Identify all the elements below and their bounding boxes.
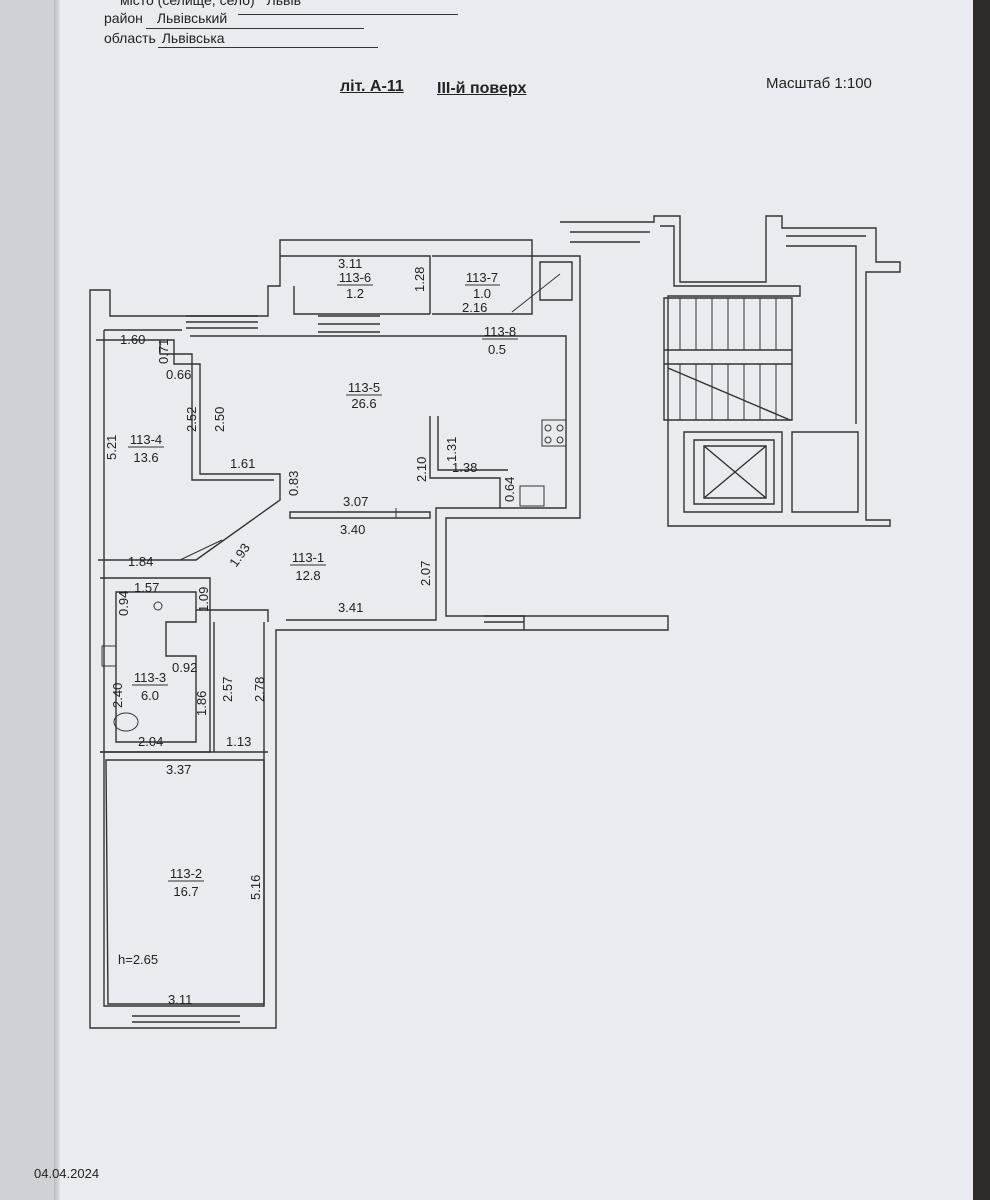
stair-diagonal	[667, 367, 791, 421]
dim-2-07: 2.07	[418, 561, 433, 586]
room-113-2-wall	[100, 751, 268, 1005]
toilet-icon	[113, 712, 139, 732]
room-113-4-area: 13.6	[133, 450, 158, 465]
dim-1-84: 1.84	[128, 554, 153, 569]
shaft	[791, 431, 859, 513]
stair-inner	[570, 231, 866, 424]
region-value: Львівська	[161, 30, 225, 46]
room-113-7-wall	[432, 255, 533, 315]
stove-icon	[541, 419, 567, 447]
room-113-8-area: 0.5	[488, 342, 506, 357]
room-113-3-area: 6.0	[141, 688, 159, 703]
district-label: район	[104, 10, 143, 26]
dim-1-38: 1.38	[452, 460, 477, 475]
door-balcony	[484, 615, 525, 630]
window-top-2	[318, 315, 380, 333]
room-113-2-id: 113-2	[170, 866, 202, 881]
window-bottom	[132, 1015, 240, 1023]
district-line: район Львівський	[104, 10, 227, 26]
city-line: місто (селище, село) Львів	[120, 0, 301, 8]
dim-0-83: 0.83	[286, 471, 301, 496]
dim-2-40: 2.40	[110, 683, 125, 708]
dim-3-11-top: 3.11	[338, 256, 362, 271]
room-113-1-area: 12.8	[295, 568, 320, 583]
dim-3-40: 3.40	[340, 522, 365, 537]
dim-1-93: 1.93	[226, 540, 253, 569]
paper-edge-left	[0, 0, 58, 1200]
room-113-8-id: 113-8	[484, 324, 516, 339]
dim-1-31: 1.31	[444, 437, 459, 462]
outer-wall	[89, 239, 669, 1029]
dim-0-64: 0.64	[502, 477, 517, 502]
room-113-6-id: 113-6	[339, 270, 371, 285]
dim-1-60: 1.60	[120, 332, 145, 347]
wall-113-5-mid	[429, 416, 508, 508]
room-113-7-id: 113-7	[466, 270, 498, 285]
region-underline	[158, 47, 378, 48]
room-113-6-area: 1.2	[346, 286, 364, 301]
wall-113-4-inner	[159, 340, 274, 481]
dim-3-37: 3.37	[166, 762, 191, 777]
room-113-5-area: 26.6	[351, 396, 376, 411]
district-underline	[146, 28, 364, 29]
room-113-8-wall	[539, 261, 573, 301]
dim-1-57: 1.57	[134, 580, 159, 595]
scale-label: Масштаб 1:100	[766, 75, 872, 92]
room-113-7-area: 1.0	[473, 286, 491, 301]
plan-title-floor: ІІІ-й поверх	[437, 80, 527, 97]
dim-2-10: 2.10	[414, 457, 429, 482]
dim-1-13: 1.13	[226, 734, 251, 749]
wall-113-4	[96, 339, 281, 561]
document-date: 04.04.2024	[34, 1166, 100, 1181]
room-113-2-area: 16.7	[173, 884, 198, 899]
dim-5-21: 5.21	[104, 435, 119, 460]
dim-2-78: 2.78	[252, 677, 267, 702]
dim-2-16: 2.16	[462, 300, 487, 315]
region-label: область	[104, 30, 156, 46]
dim-2-50: 2.50	[212, 407, 227, 432]
dim-3-41: 3.41	[338, 600, 363, 615]
plan-title-lit: літ. А-11	[340, 78, 404, 95]
room-113-4-id: 113-4	[130, 432, 162, 447]
dim-1-09: 1.09	[196, 587, 211, 612]
dim-5-16: 5.16	[248, 875, 263, 900]
city-label: місто (селище, село)	[120, 0, 255, 8]
lamp-icon	[153, 601, 163, 611]
region-line: область Львівська	[104, 30, 225, 46]
city-underline	[238, 14, 458, 15]
dim-0-94: 0.94	[116, 591, 131, 616]
dim-1-61: 1.61	[230, 456, 255, 471]
dim-1-86: 1.86	[194, 691, 209, 716]
washbasin-icon	[101, 645, 117, 667]
paper-sheet	[18, 0, 973, 1200]
dim-3-11-bottom: 3.11	[168, 992, 192, 1007]
dim-2-52: 2.52	[184, 407, 199, 432]
dim-0-71: 0.71	[156, 339, 171, 364]
dim-1-28: 1.28	[412, 267, 427, 292]
dim-2-04: 2.04	[138, 734, 163, 749]
dim-2-57: 2.57	[220, 677, 235, 702]
room-113-3-id: 113-3	[134, 670, 166, 685]
wall-lower-corridor	[196, 609, 269, 752]
ceiling-height: h=2.65	[118, 952, 158, 967]
dim-0-92: 0.92	[172, 660, 197, 675]
dim-0-66: 0.66	[166, 367, 191, 382]
paper-fold	[54, 0, 60, 1200]
room-113-1-id: 113-1	[292, 550, 324, 565]
window-top	[186, 315, 258, 329]
stair-outer	[560, 215, 901, 527]
city-value: Львів	[266, 0, 302, 8]
elevator	[683, 431, 783, 513]
district-value: Львівський	[156, 10, 228, 26]
room-113-5-id: 113-5	[348, 380, 380, 395]
room-113-6-wall	[280, 255, 431, 315]
dim-3-07: 3.07	[343, 494, 368, 509]
wall-113-1	[289, 511, 431, 519]
sink-icon	[519, 485, 545, 507]
